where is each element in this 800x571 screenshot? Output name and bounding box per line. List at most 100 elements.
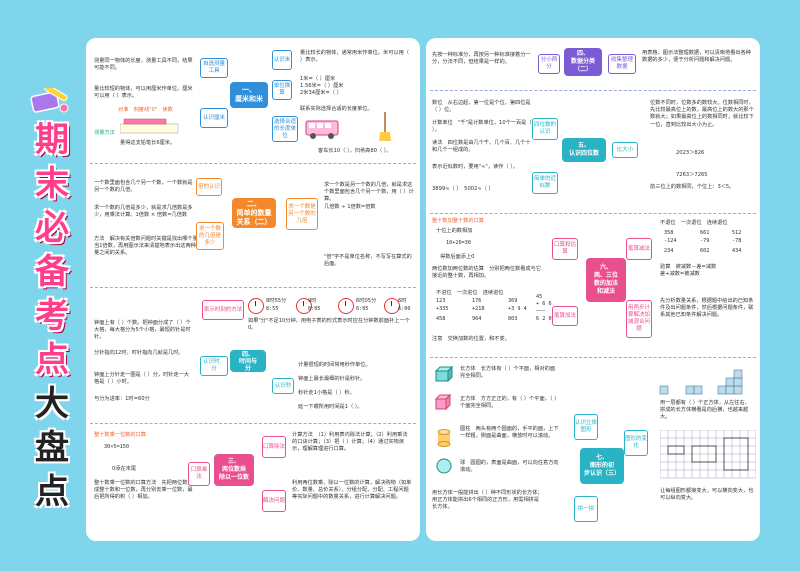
tag-bei: 倍的认识	[196, 178, 222, 196]
sub-row: -79	[700, 238, 710, 244]
tag-collect-data: 收集整理数据	[608, 54, 636, 74]
broom-icon	[379, 112, 391, 141]
tag-solve: 解决问题	[262, 490, 286, 512]
tag-mental-div: 口算除法	[262, 436, 286, 458]
tag-four-digit: 四位数的认识	[532, 118, 558, 140]
s1-text: 量比较长的物体，通常用米作单位。米可以用（ ）表示。	[300, 50, 409, 64]
divider	[90, 163, 416, 164]
s6-text: 数位 从右边起，第一位是个位，第四位是（ ）位。	[432, 100, 531, 114]
tag-written-add: 笔算加法	[552, 306, 578, 326]
s6-compare: 2023＞826	[676, 150, 705, 156]
tag-select-tool: 自选测量工具	[200, 58, 228, 78]
tag-convert: 单位换算	[272, 80, 292, 100]
time-label: 6时05分	[356, 298, 377, 304]
tag-mental-mul: 口算乘法	[188, 462, 210, 486]
s6-text: 读法 四位数是由几个千、几个百、几个十和几个一组成的。	[432, 140, 531, 154]
s7-text: 整十数加整十数的口算	[432, 218, 484, 224]
tag-hour-minute: 认识时、分	[200, 356, 228, 376]
s7-text: 先分析数量关系，根据题中给出的已知条件及出问题条件，然后根据问题条件，联系其他已…	[660, 298, 754, 319]
divider	[430, 90, 756, 91]
s5-text: 先按一种标准分，再按另一种标准接着分一分，分法不同，但结果是一样的。	[432, 52, 531, 66]
add-row: 803	[508, 316, 518, 322]
tag-written-sub: 笔算减法	[626, 238, 652, 260]
digital-time: 8:05	[308, 306, 321, 312]
tag-know-m: 认识米	[272, 50, 292, 70]
sub-row: -78	[732, 238, 742, 244]
title-char: 备	[35, 252, 69, 292]
s3-text: 如果"分"不足10分钟，用电子表的形式表示时应在分钟数前面补上一个0。	[248, 318, 410, 332]
title-char: 必	[35, 208, 69, 248]
tag-combine: 拼一拼	[574, 496, 598, 522]
tag-shape-change: 图形的变化	[624, 430, 648, 456]
tag-second: 认识秒	[272, 378, 294, 394]
cube-icon	[434, 394, 452, 410]
s8-text: 让每组图形都接变大，可以横向变大，也可以纵向变大。	[660, 488, 754, 502]
s4-formula: 30×5=150	[104, 444, 129, 450]
title-char: 考	[35, 296, 69, 336]
clock-icon	[296, 298, 312, 314]
add-row: +218	[472, 306, 485, 312]
cube-stack-icon	[659, 369, 743, 395]
title-char: 点	[35, 340, 69, 380]
clock-icon	[384, 298, 400, 314]
s2-text: 一个数里面包含几个另一个数，一个数就是另一个数的几倍。	[94, 180, 193, 194]
s3-text: 钟面上有（ ）个数。把钟面分成了（ ）个大格，每大格分为5个小格，最短的针是时针…	[94, 320, 191, 341]
tag-approx: 简单的近似数	[532, 172, 558, 194]
tag-know-cm: 认识厘米	[200, 108, 228, 128]
sub-row: 234	[664, 248, 674, 254]
time-label: 9时	[308, 298, 317, 304]
sub-row: -124	[664, 238, 677, 244]
sub-row: 661	[700, 230, 710, 236]
tag-how-many-times: 求一个数是另一个数的几倍	[286, 198, 318, 230]
time-label: 8时55分	[266, 298, 287, 304]
s4-text: 整十数乘一位数的口算	[94, 432, 146, 438]
s1-label: 测量方法	[94, 130, 115, 136]
s1-text: 联系实际选择合适的长度单位。	[300, 106, 373, 112]
clock-icon	[248, 298, 264, 314]
title-char: 期	[35, 120, 69, 160]
cylinder-icon	[437, 429, 451, 447]
s3-text: 延一下眼所用时间是1（ ）。	[298, 404, 363, 410]
s8-text: 圆柱 两头有两个圆面的，手平的面，上下一样粗，侧面是曲面，横放时可以滚动。	[460, 426, 559, 440]
s8-hub: 七、 图形的初 步认识（三）	[580, 448, 624, 484]
s5-text: 用表格、图示法整理数据，可以清晰地看出各种数据的多少，便于分析问题和解决问题。	[642, 50, 751, 64]
s8-text: 球 圆圆的，表面是曲面，可以向任意方向滚动。	[460, 460, 559, 474]
s2-hub: 二、 简单的数量 关系（二）	[232, 198, 276, 228]
clock-icon	[338, 298, 354, 314]
tag-estimate: 口算和估算	[552, 238, 578, 260]
subtitle-char: 点	[35, 472, 69, 512]
bus-icon	[305, 120, 339, 139]
s2-text: 方法 解决有关倍数问题时关键是找出哪个量当1倍数，再用图示法来清楚地表示出这两种…	[94, 236, 198, 257]
s5-hub: 四、 数据分类 （二）	[564, 48, 602, 76]
s4-text: 利用两位数乘、除以一位数的计算，解决购物（如单价、数量、总价关系），分组分配、分…	[292, 480, 412, 501]
digital-time: 6:00	[398, 306, 411, 312]
tag-time-method: 表示时刻的方法	[202, 300, 244, 320]
pencil-ruler-icon	[30, 84, 72, 116]
s3-text: 与分为进率：1时=60分	[94, 396, 150, 402]
s7-formula: 10+20=30	[446, 240, 471, 246]
s1-hub: 一、 厘米和米	[230, 82, 268, 108]
s7-text: 得数后面添上0	[440, 254, 475, 260]
s7-text: 不退位 一次退位 连续退位	[660, 220, 728, 226]
s4-text: 整十数乘一位数的口算方法 先把两位数分成整十数和一位数，再分别去乘一位数，最后把…	[94, 480, 193, 501]
s1-text: 测量同一物体的长度，测量工具不同，结果可能不同。	[94, 58, 193, 72]
s2-text: 求一个数是另一个数的几倍，就是求这个数里面包含几个另一个数，用（ ）计算。 几倍…	[324, 182, 414, 210]
s8-text: 正方体 方方正正的，有（ ）个平面，（ ）个面完全相同。	[460, 396, 560, 410]
subtitle-char: 大	[35, 384, 69, 424]
digital-time: 6:05	[356, 306, 369, 312]
title-char: 末	[35, 164, 69, 204]
s1-text: 对准 刻度线"0" 读数	[118, 107, 173, 113]
s6-text: 3899≈（ ） 5002≈（ ）	[432, 186, 494, 192]
add-row: 176	[472, 298, 482, 304]
divider	[430, 357, 756, 358]
s8-text: 长方体 长方体有（ ）个平面，相对的面完全相同。	[460, 366, 556, 380]
s4-hub: 三、 两位数乘 除以一位数	[214, 454, 254, 486]
s6-hub: 五、 认识四位数	[562, 138, 606, 162]
divider	[430, 213, 756, 214]
s6-text: 计数单位 "千"是计数单位，10个一百是（ ）。	[432, 120, 532, 134]
s7-text: 不进位 一次进位 连续进位	[436, 290, 504, 296]
add-column: 45 + 6 6 ――― 6 2 0	[536, 294, 552, 322]
add-row: +335	[436, 306, 449, 312]
s6-text: 表示近似数时，要用"≈"，读作（ ）。	[432, 164, 518, 170]
s2-text: "倍"字不是单位名称，不写写在算式的后面。	[324, 254, 412, 268]
